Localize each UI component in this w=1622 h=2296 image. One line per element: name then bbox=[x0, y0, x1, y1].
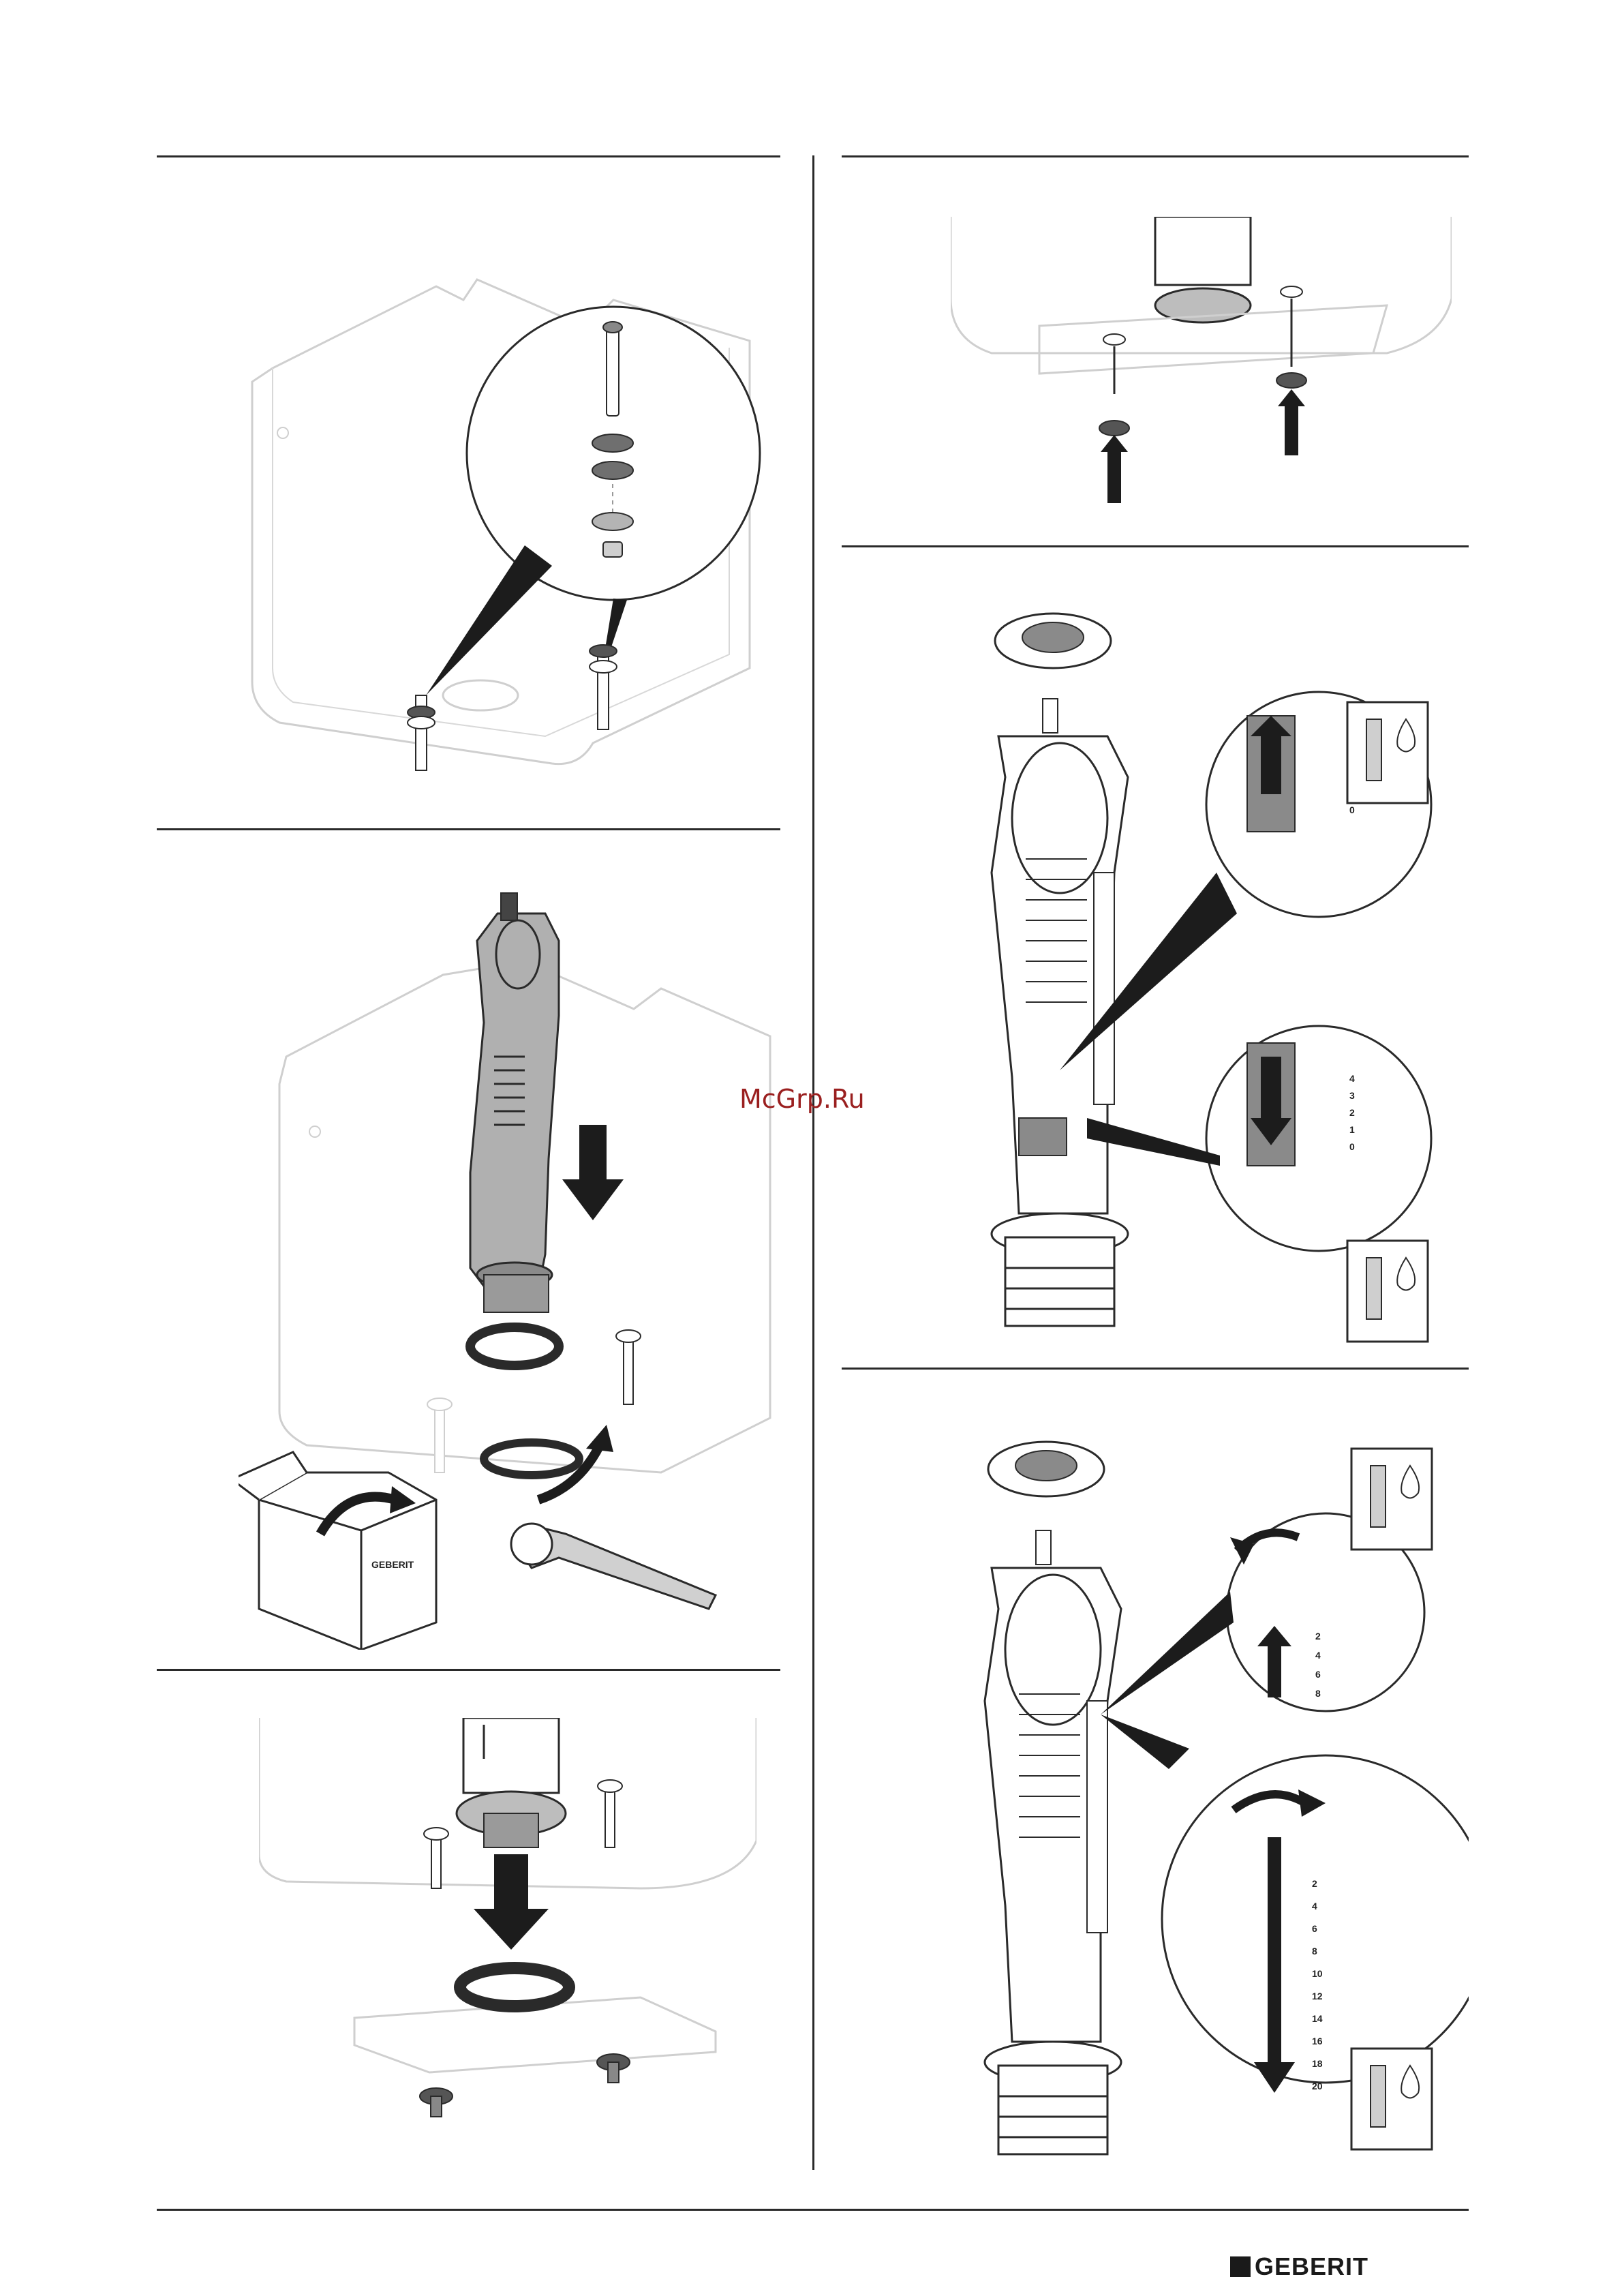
rule-right-2 bbox=[842, 1368, 1469, 1370]
scale-small-2-4: 4 bbox=[1349, 1073, 1355, 1084]
scale-small-2-0: 0 bbox=[1349, 1141, 1355, 1152]
rule-footer bbox=[157, 2209, 1469, 2211]
scale-large-2-6: 6 bbox=[1312, 1923, 1317, 1934]
rule-left-2 bbox=[157, 1669, 780, 1671]
panel-insert-valve: GEBERIT bbox=[239, 886, 777, 1650]
panel-tighten-nuts bbox=[951, 217, 1452, 517]
toilet-full-flush-icon bbox=[1347, 702, 1428, 803]
scale-small-2-2: 2 bbox=[1349, 1107, 1355, 1118]
scale-large-1-6: 6 bbox=[1315, 1669, 1321, 1680]
scale-large-2-18: 18 bbox=[1312, 2058, 1323, 2069]
panel-adjust-small-flush: 4 3 2 1 0 4 3 2 1 0 bbox=[951, 600, 1469, 1343]
brand-square-icon bbox=[1230, 2256, 1251, 2277]
scale-large-1-4: 4 bbox=[1315, 1650, 1321, 1661]
panel-seal-pan bbox=[259, 1718, 756, 2141]
scale-large-2-10: 10 bbox=[1312, 1968, 1323, 1979]
scale-large-2-14: 14 bbox=[1312, 2013, 1323, 2024]
scale-large-2-8: 8 bbox=[1312, 1946, 1317, 1957]
scale-large-1-8: 8 bbox=[1315, 1688, 1321, 1699]
watermark: McGrp.Ru bbox=[739, 1084, 865, 1114]
panel-tank-bolts bbox=[232, 259, 763, 798]
scale-large-2-20: 20 bbox=[1312, 2081, 1323, 2091]
scale-large-2-2: 2 bbox=[1312, 1878, 1317, 1889]
scale-large-2-16: 16 bbox=[1312, 2036, 1323, 2046]
brand-name: GEBERIT bbox=[1255, 2252, 1368, 2281]
panel-adjust-large-flush: 2 4 6 8 2 4 6 8 10 12 14 16 18 20 bbox=[944, 1428, 1469, 2164]
toilet-full-flush-icon bbox=[1351, 2049, 1432, 2149]
box-label: GEBERIT bbox=[371, 1559, 414, 1570]
rule-top-left bbox=[157, 155, 780, 157]
scale-small-2-3: 3 bbox=[1349, 1090, 1355, 1101]
column-divider bbox=[812, 155, 814, 2170]
scale-small-2-1: 1 bbox=[1349, 1124, 1355, 1135]
toilet-partial-flush-icon bbox=[1351, 1449, 1432, 1550]
rule-right-1 bbox=[842, 545, 1469, 547]
rule-left-1 bbox=[157, 828, 780, 830]
rule-top-right bbox=[842, 155, 1469, 157]
scale-large-2-4: 4 bbox=[1312, 1901, 1317, 1912]
scale-large-1-2: 2 bbox=[1315, 1631, 1321, 1642]
toilet-partial-flush-icon bbox=[1347, 1241, 1428, 1342]
scale-small-1-0: 0 bbox=[1349, 804, 1355, 815]
scale-large-2-12: 12 bbox=[1312, 1991, 1323, 2002]
brand-logo: GEBERIT bbox=[1230, 2253, 1368, 2280]
